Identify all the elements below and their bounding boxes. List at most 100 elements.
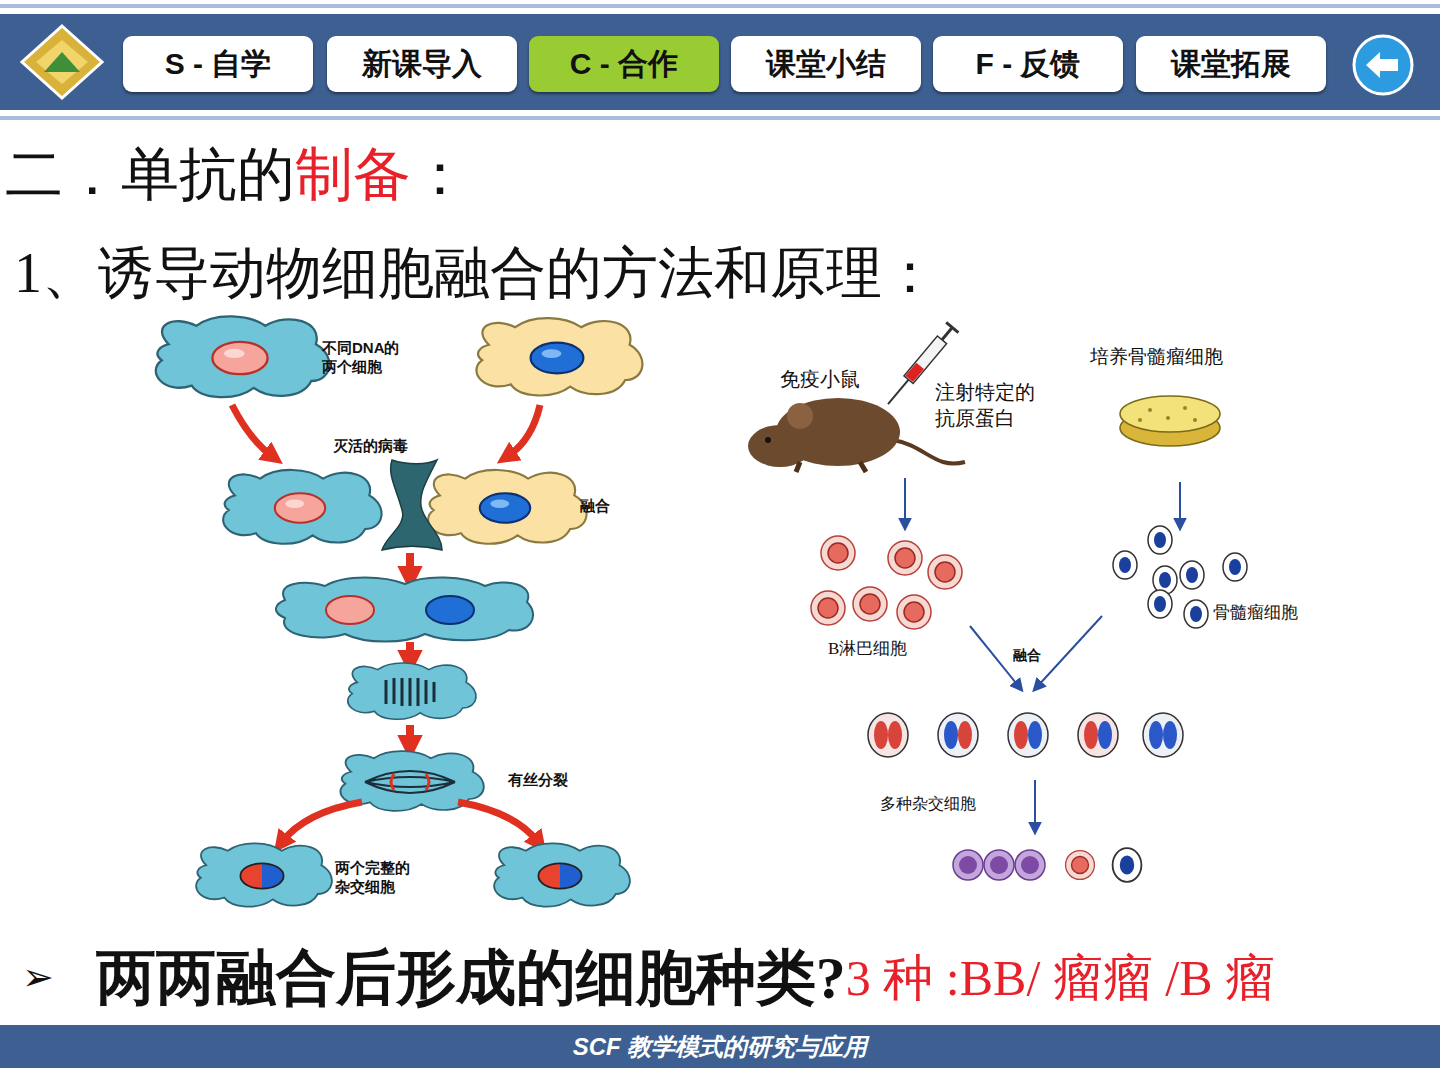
nucleus	[1149, 721, 1163, 749]
b-cell	[928, 555, 962, 589]
culture-dot	[1138, 418, 1142, 422]
bullet-mark: ➢	[22, 956, 54, 998]
pair-outline	[938, 713, 978, 757]
fused-pair	[1143, 713, 1183, 757]
cell-membrane	[276, 577, 533, 641]
figure-label: 有丝分裂	[508, 771, 568, 788]
figure-label: B淋巴细胞	[828, 638, 907, 659]
dish-medium	[1120, 396, 1220, 432]
blue-arrow	[1036, 616, 1102, 688]
mouse-ear	[787, 403, 813, 429]
blue-arrow	[1034, 780, 1036, 830]
nucleus	[1098, 721, 1112, 749]
myeloma-cell	[1184, 600, 1208, 628]
mouse-tail	[893, 440, 965, 464]
nucleus	[888, 721, 902, 749]
question-text: 两两融合后形成的细胞种类?	[96, 945, 846, 1011]
inactivated-virus	[382, 460, 442, 550]
slide-title: 制备	[295, 142, 411, 207]
figure-label: 多种杂交细胞	[880, 792, 976, 813]
red-arrow	[406, 642, 414, 660]
nucleus	[426, 596, 474, 624]
mouse	[748, 398, 965, 472]
hybrid-cell	[953, 850, 983, 880]
footer-band: SCF 教学模式的研究与应用	[0, 1025, 1440, 1068]
nav-button: 课堂拓展	[1136, 36, 1326, 92]
nav-bar	[0, 14, 1440, 110]
figure-label: 融合	[580, 496, 610, 515]
b-cell	[1066, 851, 1095, 880]
figure-label: 融合	[580, 497, 610, 514]
petri-dish	[1120, 396, 1220, 446]
figure-label: 不同DNA的 两个细胞	[322, 338, 418, 376]
back-button	[1354, 36, 1412, 94]
mouse-legs	[796, 462, 866, 472]
node-text: SCF 教学模式的研究与应用	[573, 1031, 868, 1063]
fused-pair	[938, 713, 978, 757]
logo-diamond	[22, 26, 102, 98]
culture-dot	[1166, 416, 1170, 420]
pair-outline	[868, 713, 908, 757]
node-text: C - 合作	[570, 44, 678, 85]
hybrid-cell	[984, 850, 1014, 880]
plunger	[942, 328, 952, 340]
hybridoma-illustration	[748, 322, 1247, 881]
nucleus	[1084, 721, 1098, 749]
spindle	[365, 771, 455, 793]
school-logo	[22, 26, 102, 98]
b-cell	[897, 595, 931, 629]
node-text: 新课导入	[362, 44, 482, 85]
cell	[476, 318, 642, 395]
b-cell	[853, 587, 887, 621]
header-rule	[0, 116, 1440, 120]
slide-title: 二．单抗的制备：	[5, 134, 469, 209]
figure-label: 骨髓瘤细胞	[1213, 603, 1298, 622]
chromosomes	[386, 678, 434, 706]
pair-outline	[1078, 713, 1118, 757]
node-text: 课堂小结	[766, 44, 886, 85]
figure-label: B淋巴细胞	[828, 639, 907, 658]
red-arrow	[406, 725, 414, 745]
figure-label: 培养骨髓瘤细胞	[1090, 346, 1223, 367]
answer-text: 3 种 :BB/ 瘤瘤 /B 瘤	[846, 950, 1275, 1006]
back-circle	[1354, 36, 1412, 94]
chromatids	[391, 774, 429, 790]
antigen-fluid	[905, 363, 924, 382]
culture-dot	[1193, 418, 1197, 422]
figure-label: 不同DNA的 两个细胞	[322, 339, 400, 375]
nucleus	[874, 721, 888, 749]
section-heading: 1、诱导动物细胞融合的方法和原理：	[14, 242, 938, 304]
question-line: ➢ 两两融合后形成的细胞种类?3 种 :BB/ 瘤瘤 /B 瘤	[22, 936, 1275, 1014]
figure-label: 有丝分裂	[508, 770, 568, 789]
figure-label: 灭活的病毒	[333, 436, 408, 455]
node-text: F - 反馈	[976, 44, 1081, 85]
figure-label: 多种杂交细胞	[880, 795, 976, 812]
blue-arrow	[970, 626, 1020, 688]
fused-pair	[1008, 713, 1048, 757]
hybrid-cell	[196, 843, 332, 906]
b-cell	[821, 536, 855, 570]
nucleus	[944, 721, 958, 749]
culture-dot	[1148, 408, 1152, 412]
b-cell	[811, 591, 845, 625]
red-arrow	[282, 802, 362, 842]
nucleus	[1028, 721, 1042, 749]
chromosome-cell	[348, 663, 476, 719]
hybrid-cell	[1015, 850, 1045, 880]
barrel	[904, 336, 947, 384]
node-text: 课堂拓展	[1171, 44, 1291, 85]
nav-button: F - 反馈	[933, 36, 1123, 92]
figure-label: 免疫小鼠	[780, 365, 860, 391]
hybrid-cell	[494, 843, 630, 906]
fused-cell	[276, 577, 533, 641]
b-cell	[888, 541, 922, 575]
nav-button: 新课导入	[327, 36, 517, 92]
back-arrow	[1366, 52, 1398, 78]
figure-label: 两个完整的 杂交细胞	[335, 859, 410, 895]
needle	[888, 380, 909, 405]
plunger	[946, 322, 958, 332]
figure-label: 融合	[1013, 648, 1041, 665]
nucleus	[326, 596, 374, 624]
slide-title: ：	[411, 142, 469, 207]
